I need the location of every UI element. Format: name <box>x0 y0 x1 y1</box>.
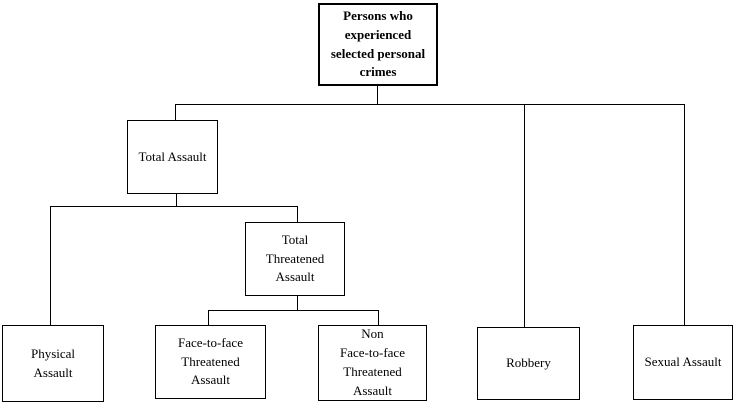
node-sexual-assault: Sexual Assault <box>633 325 733 400</box>
node-physical-assault: Physical Assault <box>2 325 104 402</box>
connector-drop-total-threatened <box>297 206 298 222</box>
node-face-to-face-threatened-assault: Face-to-face Threatened Assault <box>155 325 266 399</box>
connector-drop-robbery <box>524 104 525 327</box>
connector-root-stem <box>377 86 378 105</box>
connector-total-threatened-stem <box>297 296 298 311</box>
connector-level1-bar <box>175 104 685 105</box>
node-total-assault: Total Assault <box>127 120 218 194</box>
connector-drop-sexual-assault <box>684 104 685 325</box>
connector-level2-bar <box>50 206 298 207</box>
connector-drop-non-face-to-face <box>378 310 379 325</box>
connector-drop-physical-assault <box>50 206 51 325</box>
connector-total-assault-stem <box>176 194 177 207</box>
node-non-face-to-face-threatened-assault: Non Face-to-face Threatened Assault <box>318 325 427 401</box>
connector-level3-bar <box>208 310 379 311</box>
node-total-threatened-assault: Total Threatened Assault <box>245 222 345 296</box>
node-root-persons-selected-personal-crimes: Persons who experienced selected persona… <box>318 3 438 86</box>
connector-drop-face-to-face <box>208 310 209 325</box>
node-robbery: Robbery <box>477 327 580 400</box>
connector-drop-total-assault <box>175 104 176 120</box>
